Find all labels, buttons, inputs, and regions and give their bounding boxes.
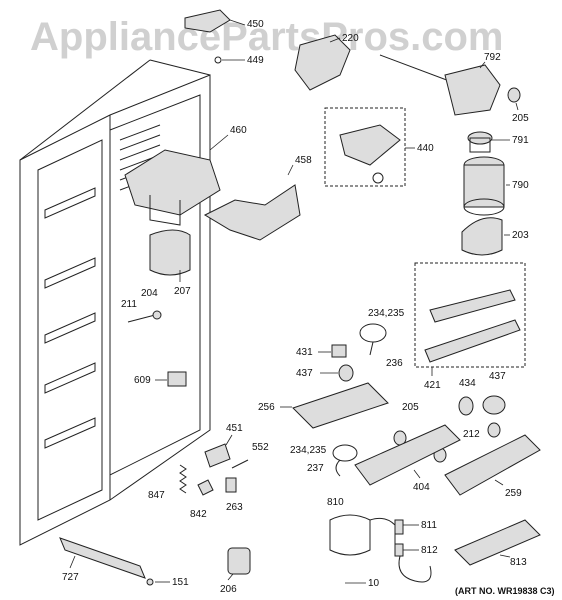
part-259-cover: 259 xyxy=(444,434,541,499)
part-256-drip-tray: 256 xyxy=(258,382,389,429)
label-437-left: 437 xyxy=(296,368,313,379)
label-205-lower: 205 xyxy=(402,402,419,413)
label-212: 212 xyxy=(463,429,480,440)
refrigerator-cabinet xyxy=(19,59,211,546)
label-256: 256 xyxy=(258,402,275,413)
watermark-text: AppliancePartsPros.com xyxy=(30,15,504,59)
label-10: 10 xyxy=(368,578,380,589)
label-203: 203 xyxy=(512,230,529,241)
part-451-bracket: 451 xyxy=(204,423,243,468)
part-437-bulb-right: 437 xyxy=(482,371,506,415)
part-421-light-assembly: 421 xyxy=(414,262,526,391)
part-431-socket: 431 xyxy=(296,344,347,358)
label-791: 791 xyxy=(512,135,529,146)
part-449-screw: 449 xyxy=(214,55,264,66)
label-810: 810 xyxy=(327,497,344,508)
part-727-grille: 727 xyxy=(59,537,146,583)
label-609: 609 xyxy=(134,375,151,386)
label-263: 263 xyxy=(226,502,243,513)
label-206: 206 xyxy=(220,584,237,595)
label-449: 449 xyxy=(247,55,264,66)
label-847: 847 xyxy=(148,490,165,501)
part-791-head: 791 xyxy=(467,131,529,153)
part-552-screw: 552 xyxy=(231,442,269,469)
label-437-right: 437 xyxy=(489,371,506,382)
label-727: 727 xyxy=(62,572,79,583)
part-810-water-tank: 810 811 812 10 xyxy=(327,497,438,589)
part-205-cap-top: 205 xyxy=(507,87,529,124)
label-211: 211 xyxy=(121,299,137,310)
part-263-fitting: 263 xyxy=(225,477,243,513)
label-813: 813 xyxy=(510,557,527,568)
label-842: 842 xyxy=(190,509,207,520)
label-404: 404 xyxy=(413,482,430,493)
part-792-valve: 792 xyxy=(379,52,501,116)
label-207: 207 xyxy=(174,286,191,297)
part-211-204-screw: 211 204 xyxy=(121,288,162,323)
part-842-lever: 842 xyxy=(190,479,214,520)
part-609-switch: 609 xyxy=(134,371,187,387)
label-450: 450 xyxy=(247,19,264,30)
label-792: 792 xyxy=(484,52,501,63)
label-451: 451 xyxy=(226,423,243,434)
part-440-assembly: 440 xyxy=(324,107,434,187)
part-236-lens: 234,235 236 xyxy=(359,308,405,369)
label-236: 236 xyxy=(386,358,403,369)
part-151-screw: 151 xyxy=(146,577,189,588)
label-259: 259 xyxy=(505,488,522,499)
art-number: (ART NO. WR19838 C3) xyxy=(455,586,555,596)
part-813-trim: 813 xyxy=(454,519,541,568)
label-434: 434 xyxy=(459,378,476,389)
part-203-cover: 203 xyxy=(461,217,529,256)
label-811: 811 xyxy=(421,520,437,531)
part-220-motor: 220 xyxy=(294,33,359,91)
part-458-duct: 458 xyxy=(203,155,312,241)
label-552: 552 xyxy=(252,442,269,453)
label-812: 812 xyxy=(421,545,438,556)
label-220: 220 xyxy=(342,33,359,44)
part-207-chute: 207 xyxy=(149,229,191,297)
label-458: 458 xyxy=(295,155,312,166)
part-237-lens: 234,235 237 xyxy=(290,444,358,477)
part-790-filter: 790 xyxy=(463,156,529,216)
label-237: 237 xyxy=(307,463,324,474)
label-460: 460 xyxy=(230,125,247,136)
label-151: 151 xyxy=(172,577,189,588)
part-847-spring: 847 xyxy=(148,464,187,501)
part-206-filter-cap: 206 xyxy=(220,547,251,595)
label-234-235-lower: 234,235 xyxy=(290,445,327,456)
label-234-235-upper: 234,235 xyxy=(368,308,405,319)
freezer-shelves xyxy=(44,187,96,449)
part-437-bulb-left: 437 xyxy=(296,364,354,382)
label-790: 790 xyxy=(512,180,529,191)
part-404-cover: 404 xyxy=(354,424,461,493)
label-431: 431 xyxy=(296,347,313,358)
part-460-auger-motor: 460 xyxy=(124,125,247,226)
part-450-bracket: 450 xyxy=(184,9,264,33)
label-440: 440 xyxy=(417,143,434,154)
label-204: 204 xyxy=(141,288,158,299)
label-421: 421 xyxy=(424,380,441,391)
label-205-top: 205 xyxy=(512,113,529,124)
part-434-socket: 434 xyxy=(458,378,476,416)
